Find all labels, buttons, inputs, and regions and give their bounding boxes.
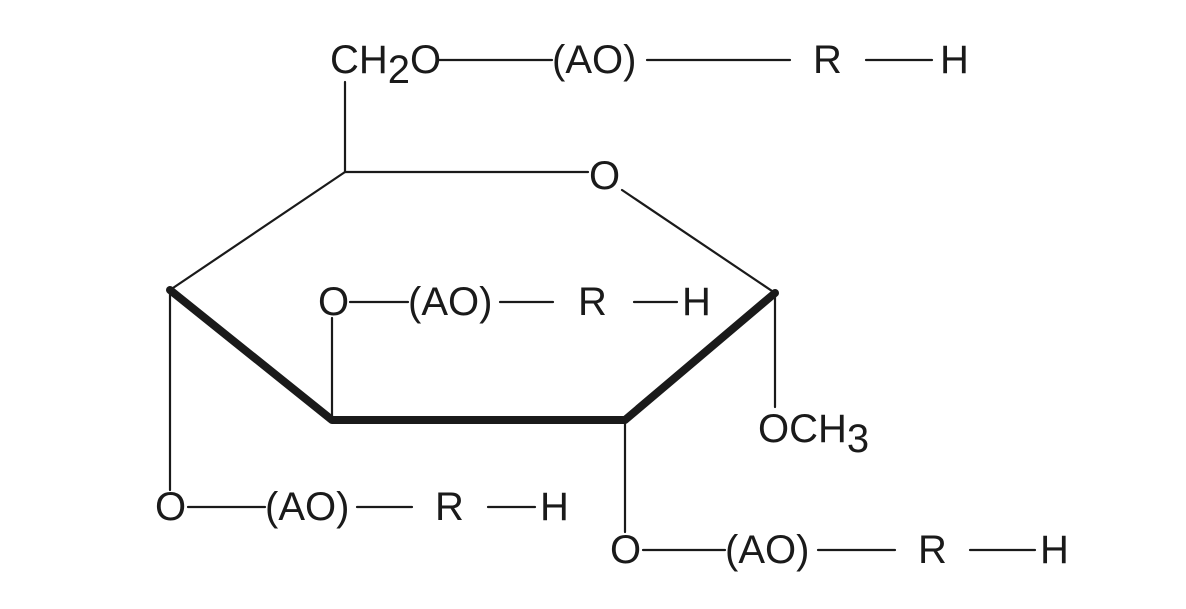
r-label: R	[578, 280, 607, 324]
h-label: H	[682, 280, 711, 324]
chain-lower-right: O (AO) R H	[610, 528, 1069, 572]
pyranose-ring	[166, 170, 779, 424]
r-label: R	[918, 528, 947, 572]
o-label: O	[155, 485, 186, 529]
ch2-label: CH2O	[330, 38, 441, 92]
ao-label: (AO)	[552, 38, 636, 82]
chain-lower-left: O (AO) R H	[155, 485, 569, 529]
r-label: R	[435, 485, 464, 529]
o-label: O	[610, 528, 641, 572]
ao-label: (AO)	[725, 528, 809, 572]
chain-middle: O (AO) R H	[318, 280, 711, 324]
h-label: H	[940, 38, 969, 82]
r-label: R	[813, 38, 842, 82]
ao-label: (AO)	[265, 485, 349, 529]
chain-top: CH2O (AO) R H	[330, 38, 969, 92]
och3-label: OCH3	[758, 407, 869, 461]
ring-bond-o-c1	[620, 188, 777, 295]
ao-label: (AO)	[408, 280, 492, 324]
ring-oxygen-label: O	[589, 154, 620, 198]
h-label: H	[1040, 528, 1069, 572]
h-label: H	[540, 485, 569, 529]
ring-bond-bold-front	[166, 286, 779, 424]
ring-bond-c5-c4	[168, 170, 347, 292]
o-label: O	[318, 280, 349, 324]
